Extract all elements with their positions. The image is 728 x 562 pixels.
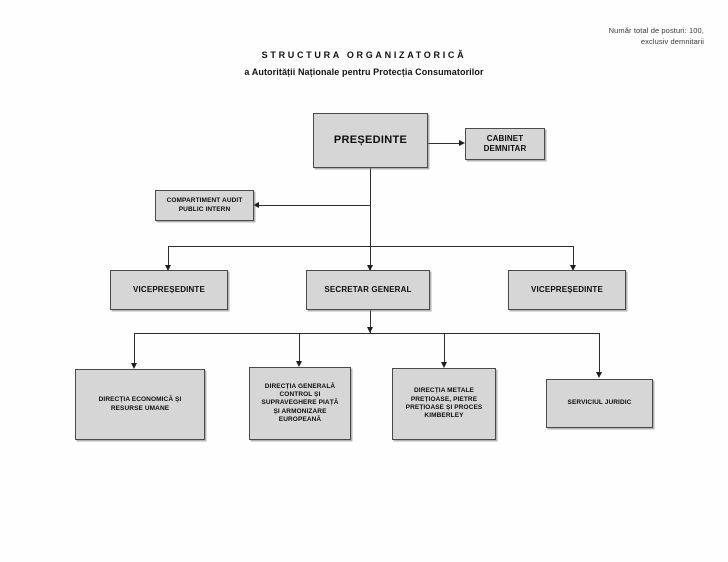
chart-title-block: STRUCTURA ORGANIZATORICĂ a Autorității N… [0,50,728,77]
node-directia-generala-control-line3: SUPRAVEGHERE PIAȚĂ [261,399,339,407]
node-directia-economica-line1: DIRECȚIA ECONOMICĂ ȘI [98,396,182,404]
connector-presedinte-trunk [370,168,371,323]
connector-drop-directia-economica [134,333,135,364]
arrowhead-serviciul-juridic [595,372,602,378]
total-positions-line2: exclusiv demnitarii [640,36,704,46]
connector-drop-vicepresedinte-stanga [168,246,169,266]
node-directia-metale-line3: PREȚIOASE ȘI PROCES [405,404,483,411]
arrowhead-secretar-general [366,265,373,271]
page-title: STRUCTURA ORGANIZATORICĂ [261,50,467,60]
arrowhead-level4-bus-center [366,327,373,333]
node-secretar-general-label: SECRETAR GENERAL [324,284,412,294]
node-directia-economica[interactable]: DIRECȚIA ECONOMICĂ ȘI RESURSE UMANE [75,369,205,440]
node-presedinte[interactable]: PREȘEDINTE [313,113,428,168]
connector-presedinte-audit [259,205,371,206]
connector-drop-vicepresedinte-dreapta [573,246,574,266]
node-presedinte-label: PREȘEDINTE [333,134,408,147]
connector-drop-directia-metale [444,333,445,363]
node-compartiment-audit[interactable]: COMPARTIMENT AUDIT PUBLIC INTERN [155,190,254,221]
node-directia-metale-line4: KIMBERLEY [424,412,464,420]
connector-drop-directia-generala-control [299,333,300,362]
node-secretar-general[interactable]: SECRETAR GENERAL [306,270,430,310]
arrowhead-vicepresedinte-stanga [164,265,171,271]
node-directia-generala-control-line4: ȘI ARMONIZARE [273,407,327,415]
node-vicepresedinte-stanga[interactable]: VICEPREȘEDINTE [110,270,228,310]
node-compartiment-audit-line2: PUBLIC INTERN [178,205,231,213]
node-directia-metale-line2: PREȚIOASE, PIETRE [410,395,478,403]
total-positions-line1: Număr total de posturi: 100, [608,26,704,35]
node-vicepresedinte-dreapta[interactable]: VICEPREȘEDINTE [508,270,626,310]
arrowhead-cabinet-demnitar [459,139,465,146]
connector-level4-bus [134,333,599,334]
arrowhead-directia-metale [440,362,447,368]
node-directia-generala-control-line1: DIRECȚIA GENERALĂ [264,382,336,390]
total-positions-note: Număr total de posturi: 100, exclusiv de… [609,26,704,48]
arrowhead-vicepresedinte-dreapta [569,265,576,271]
arrowhead-directia-generala-control [295,361,302,367]
connector-presedinte-cabinet [428,143,459,144]
node-cabinet-demnitar[interactable]: CABINET DEMNITAR [465,128,545,160]
node-vicepresedinte-stanga-label: VICEPREȘEDINTE [133,284,205,294]
node-directia-economica-line2: RESURSE UMANE [110,404,170,412]
arrowhead-directia-economica [130,363,137,369]
node-serviciul-juridic-label: SERVICIUL JURIDIC [567,399,632,407]
node-cabinet-demnitar-line1: CABINET [486,133,524,143]
node-directia-metale-line1: DIRECȚIA METALE [414,387,474,395]
node-compartiment-audit-line1: COMPARTIMENT AUDIT [166,197,243,205]
node-cabinet-demnitar-line2: DEMNITAR [483,144,527,153]
node-directia-generala-control-line2: CONTROL ȘI [279,391,321,399]
node-serviciul-juridic[interactable]: SERVICIUL JURIDIC [546,379,653,428]
connector-secretar-trunk [370,310,371,333]
node-directia-generala-control-line5: EUROPEANĂ [278,415,322,423]
connector-level3-bus [168,246,573,247]
arrowhead-audit [253,201,259,208]
page-subtitle: a Autorității Naționale pentru Protecția… [244,66,484,77]
node-directia-metale[interactable]: DIRECȚIA METALE PREȚIOASE, PIETRE PREȚIO… [392,368,496,440]
connector-drop-serviciul-juridic [599,333,600,373]
node-vicepresedinte-dreapta-label: VICEPREȘEDINTE [531,284,603,294]
node-directia-generala-control[interactable]: DIRECȚIA GENERALĂ CONTROL ȘI SUPRAVEGHER… [249,367,351,440]
